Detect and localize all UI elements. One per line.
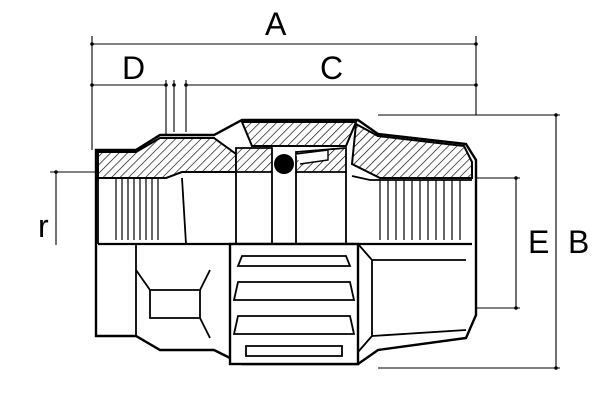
dimension-lines — [50, 36, 560, 369]
right-thread — [379, 180, 461, 240]
clamp-ring-section — [240, 121, 358, 147]
label-c: C — [320, 50, 344, 86]
left-thread — [115, 178, 159, 240]
inner-bore — [97, 171, 472, 246]
dimension-endpoints — [54, 42, 558, 370]
body-center-section — [235, 147, 273, 173]
o-ring — [274, 154, 294, 174]
label-e: E — [528, 224, 550, 260]
fitting-outline — [94, 118, 478, 366]
lower-exterior — [135, 242, 467, 366]
label-a: A — [265, 6, 287, 42]
label-r: r — [38, 208, 49, 244]
right-nut-section — [350, 122, 473, 179]
label-d: D — [122, 50, 146, 86]
label-b: B — [568, 224, 590, 260]
